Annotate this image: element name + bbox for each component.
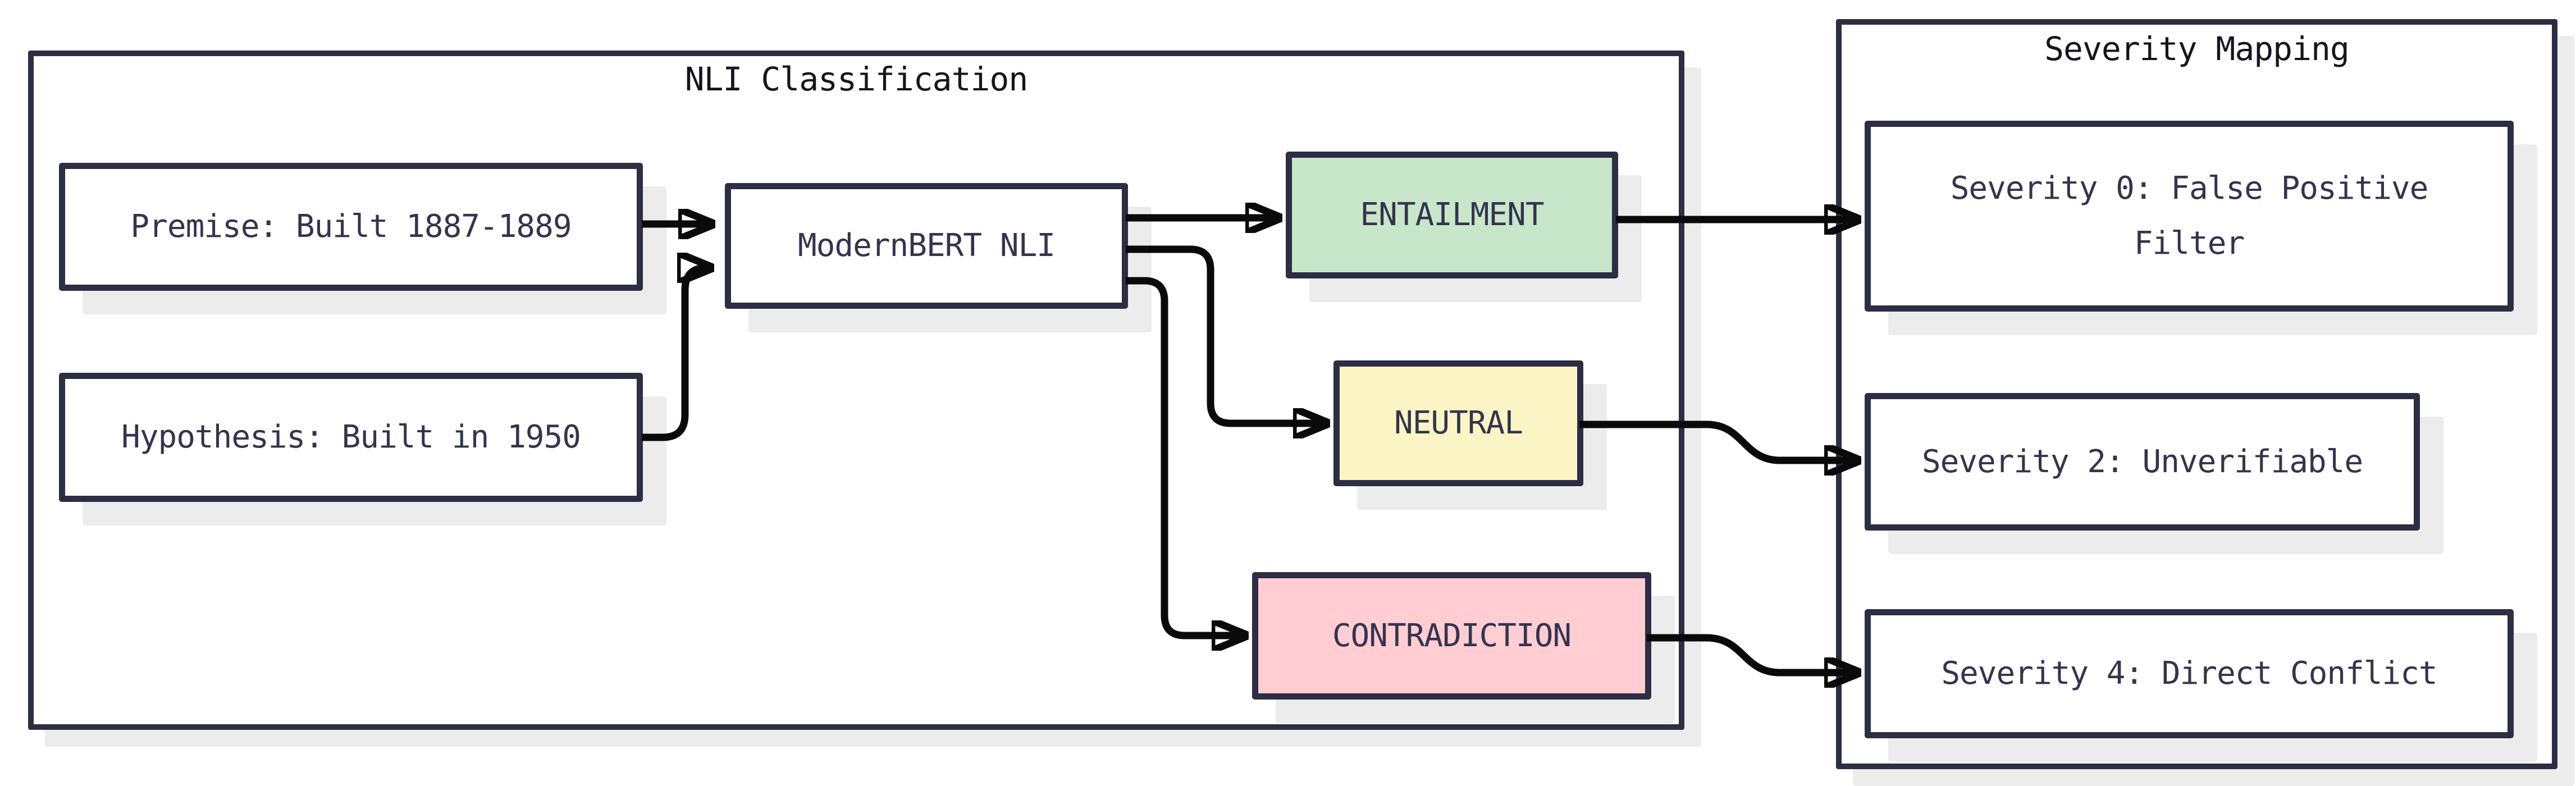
node-severity-2-label: Severity 2: Unverifiable: [1921, 443, 2363, 480]
node-modernbert-nli: ModernBERT NLI: [725, 183, 1128, 309]
severity-mapping-title: Severity Mapping: [2044, 30, 2350, 68]
node-severity-4-label: Severity 4: Direct Conflict: [1941, 655, 2437, 692]
node-entailment-label: ENTAILMENT: [1360, 196, 1544, 233]
node-severity-0-label: Severity 0: False Positive Filter: [1950, 170, 2429, 262]
node-severity-4: Severity 4: Direct Conflict: [1865, 609, 2514, 738]
node-neutral: NEUTRAL: [1333, 360, 1583, 486]
node-entailment: ENTAILMENT: [1286, 152, 1618, 278]
node-contradiction: CONTRADICTION: [1252, 572, 1651, 700]
node-modernbert-nli-label: ModernBERT NLI: [797, 227, 1056, 264]
node-hypothesis: Hypothesis: Built in 1950: [59, 373, 643, 502]
nli-classification-title: NLI Classification: [684, 60, 1029, 98]
node-neutral-label: NEUTRAL: [1394, 405, 1523, 441]
node-premise: Premise: Built 1887-1889: [59, 163, 643, 291]
node-contradiction-label: CONTRADICTION: [1332, 617, 1572, 654]
node-hypothesis-label: Hypothesis: Built in 1950: [121, 419, 581, 455]
node-severity-0: Severity 0: False Positive Filter: [1865, 121, 2514, 312]
node-premise-label: Premise: Built 1887-1889: [130, 208, 572, 245]
node-severity-2: Severity 2: Unverifiable: [1865, 393, 2420, 531]
